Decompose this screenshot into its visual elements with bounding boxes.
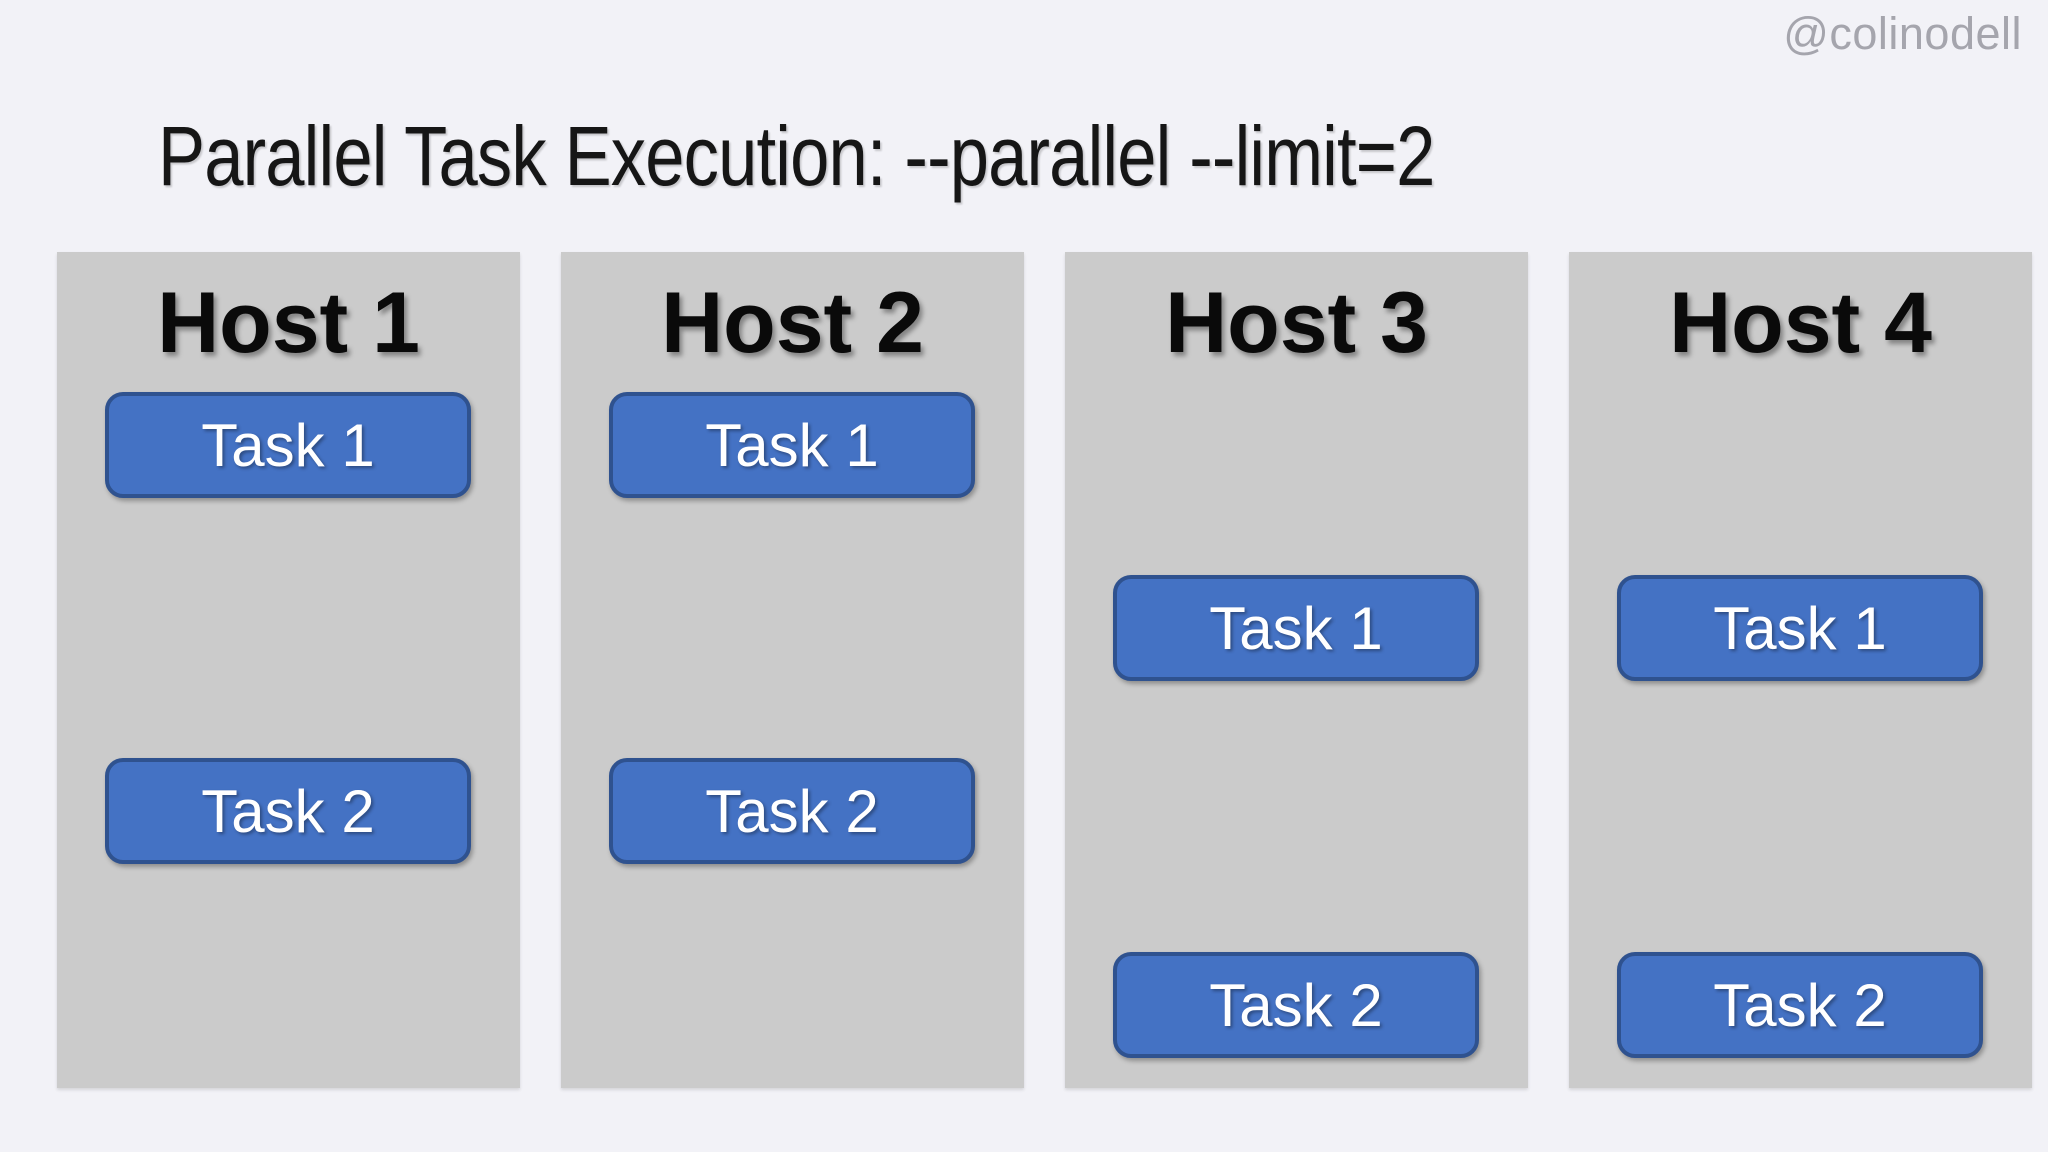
task-label: Task 2 bbox=[705, 777, 879, 845]
host-label: Host 3 bbox=[1165, 275, 1428, 371]
task-box: Task 2 bbox=[609, 758, 975, 864]
task-box: Task 1 bbox=[609, 392, 975, 498]
task-box: Task 2 bbox=[1617, 952, 1983, 1058]
task-box: Task 1 bbox=[105, 392, 471, 498]
task-label: Task 2 bbox=[1713, 971, 1887, 1039]
task-label: Task 1 bbox=[1713, 594, 1887, 662]
task-box: Task 1 bbox=[1617, 575, 1983, 681]
task-box: Task 2 bbox=[1113, 952, 1479, 1058]
host-column-4: Host 4 Task 1 Task 2 bbox=[1569, 252, 2032, 1088]
task-box: Task 1 bbox=[1113, 575, 1479, 681]
host-label: Host 4 bbox=[1669, 275, 1932, 371]
host-column-3: Host 3 Task 1 Task 2 bbox=[1065, 252, 1528, 1088]
page-title: Parallel Task Execution: --parallel --li… bbox=[158, 109, 1435, 203]
task-label: Task 2 bbox=[1209, 971, 1383, 1039]
task-label: Task 1 bbox=[705, 411, 879, 479]
watermark: @colinodell bbox=[1783, 8, 2022, 59]
hosts-container: Host 1 Task 1 Task 2 Host 2 Task 1 Task … bbox=[57, 252, 2032, 1088]
task-label: Task 1 bbox=[201, 411, 375, 479]
task-box: Task 2 bbox=[105, 758, 471, 864]
host-column-1: Host 1 Task 1 Task 2 bbox=[57, 252, 520, 1088]
host-label: Host 2 bbox=[661, 275, 924, 371]
task-label: Task 2 bbox=[201, 777, 375, 845]
host-label: Host 1 bbox=[157, 275, 420, 371]
task-label: Task 1 bbox=[1209, 594, 1383, 662]
host-column-2: Host 2 Task 1 Task 2 bbox=[561, 252, 1024, 1088]
